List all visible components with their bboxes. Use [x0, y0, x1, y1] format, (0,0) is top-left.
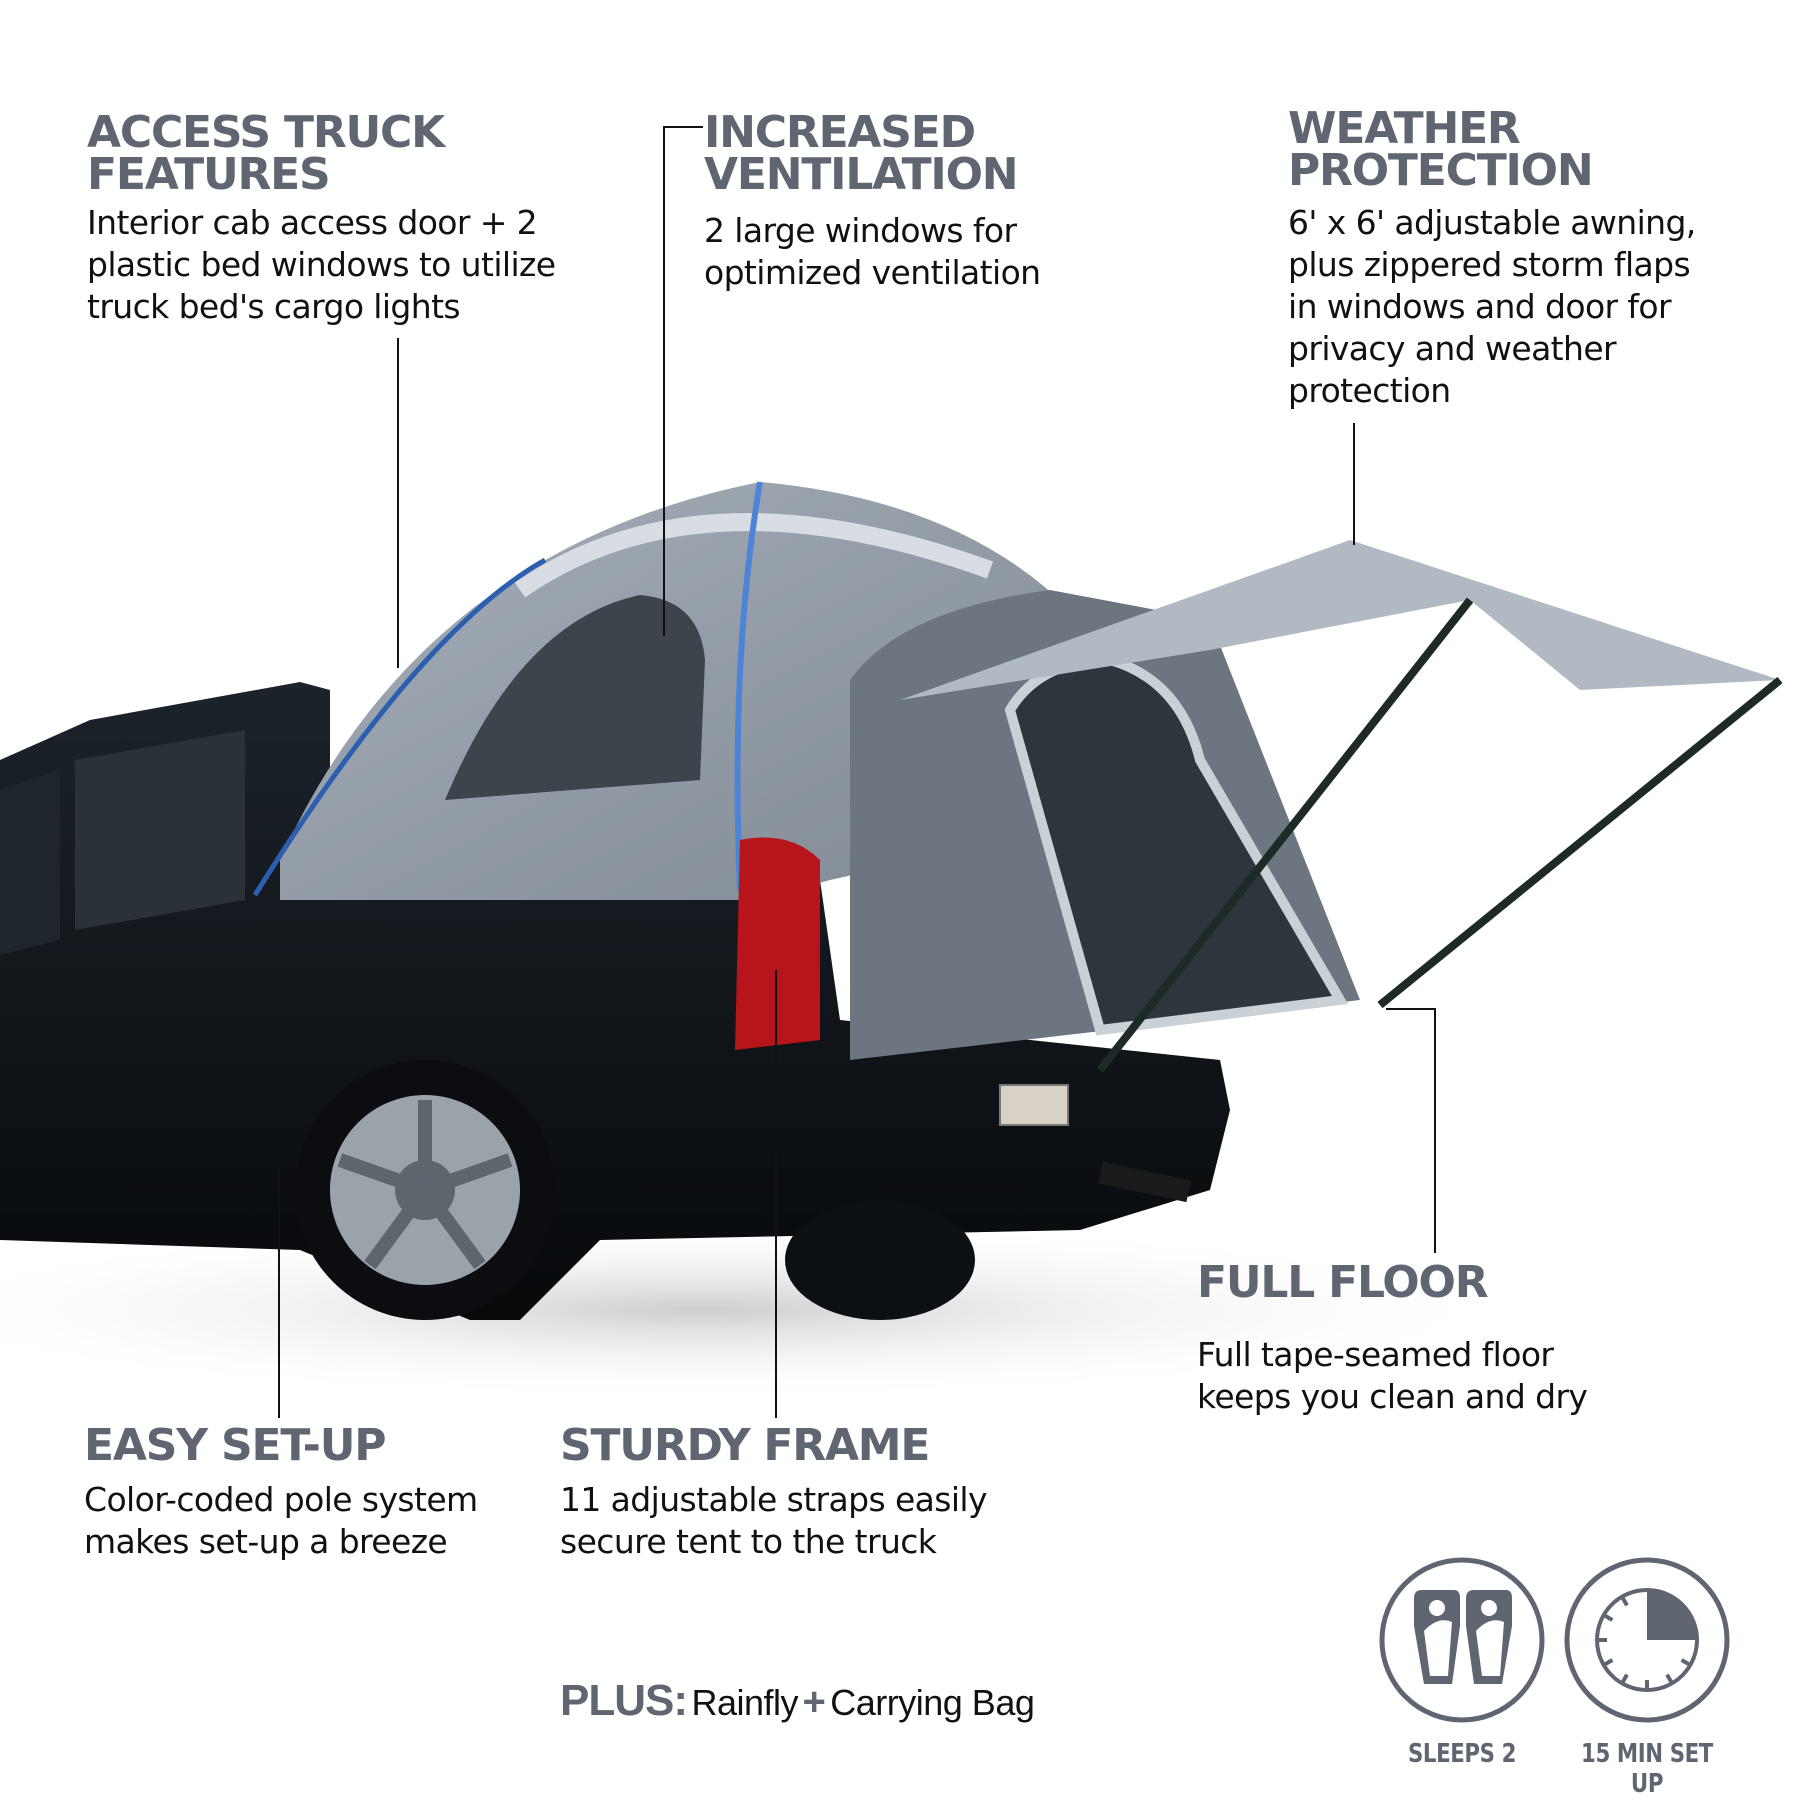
far-wheel [785, 1200, 975, 1320]
feature-description: Color-coded pole system makes set-up a b… [84, 1480, 478, 1561]
extras-item-rainfly: Rainfly [691, 1682, 798, 1723]
feature-title: INCREASED VENTILATION [704, 107, 1019, 200]
feature-access-truck: ACCESS TRUCK FEATURES Interior cab acces… [87, 107, 607, 328]
tent-pole-blue [252, 557, 547, 897]
feature-title: STURDY FRAME [560, 1420, 930, 1471]
callout-line-ventilation-tick [663, 126, 703, 128]
feature-title: FULL FLOOR [1197, 1257, 1489, 1308]
tent-pole-blue-2 [734, 481, 763, 891]
badge-label: 15 MIN SET UP [1581, 1739, 1713, 1799]
rear-wheel [295, 1060, 555, 1320]
license-plate [999, 1084, 1069, 1126]
feature-sturdy-frame: STURDY FRAME 11 adjustable straps easily… [560, 1420, 1060, 1563]
extras-label: PLUS: [560, 1676, 688, 1725]
feature-title: EASY SET-UP [84, 1420, 387, 1471]
feature-full-floor: FULL FLOOR Full tape-seamed floor keeps … [1197, 1257, 1697, 1418]
callout-line-sturdy-frame [775, 970, 777, 1418]
feature-weather: WEATHER PROTECTION 6' x 6' adjustable aw… [1288, 103, 1788, 412]
extras-line: PLUS: Rainfly + Carrying Bag [560, 1676, 1035, 1726]
feature-title: WEATHER PROTECTION [1288, 103, 1594, 196]
product-photo [0, 481, 1783, 1400]
feature-description: 11 adjustable straps easily secure tent … [560, 1480, 988, 1561]
feature-description: 6' x 6' adjustable awning, plus zippered… [1288, 203, 1696, 410]
badge-setup-time: 15 MIN SET UP [1563, 1556, 1731, 1799]
callout-line-weather [1353, 423, 1355, 545]
plus-icon: + [802, 1680, 826, 1724]
tent-window-left [445, 595, 705, 800]
callout-line-full-floor [1434, 1008, 1436, 1253]
callout-line-easy-setup [278, 1168, 280, 1418]
sleeping-bags-icon [1379, 1557, 1545, 1723]
callout-line-full-floor-tick [1386, 1008, 1436, 1010]
tent-dome-trim [514, 513, 994, 598]
exhaust [1098, 1161, 1191, 1203]
feature-easy-setup: EASY SET-UP Color-coded pole system make… [84, 1420, 564, 1563]
awning-pole-2 [1377, 676, 1783, 1009]
feature-description: Interior cab access door + 2 plastic bed… [87, 203, 556, 326]
taillight [735, 837, 820, 1050]
awning-pole-1 [1096, 597, 1474, 1073]
feature-title: ACCESS TRUCK FEATURES [87, 107, 445, 200]
badge-sleeps: SLEEPS 2 [1378, 1556, 1546, 1769]
callout-line-ventilation [663, 126, 665, 636]
feature-ventilation: INCREASED VENTILATION 2 large windows fo… [704, 107, 1124, 294]
feature-description: 2 large windows for optimized ventilatio… [704, 211, 1041, 292]
feature-description: Full tape-seamed floor keeps you clean a… [1197, 1335, 1588, 1416]
cab-window-front [0, 770, 60, 955]
badge-label: SLEEPS 2 [1407, 1739, 1517, 1769]
cab-window [75, 730, 245, 930]
extras-item-carrying-bag: Carrying Bag [830, 1682, 1035, 1723]
callout-line-access [397, 338, 399, 668]
awning [900, 540, 1780, 700]
stopwatch-icon [1564, 1557, 1730, 1723]
